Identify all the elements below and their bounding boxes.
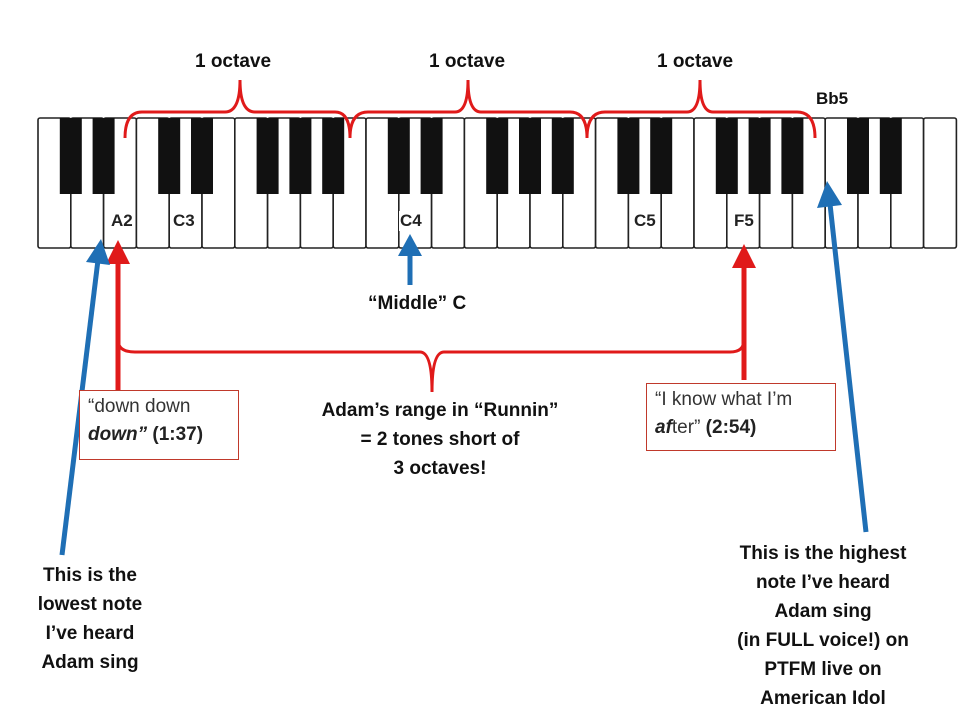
octave-label-3: 1 octave [656,51,734,72]
f5-label: F5 [733,211,755,231]
range-brace [116,305,746,393]
range-line-2: = 2 tones short of [360,429,520,450]
range-line-1: Adam’s range in “Runnin” [321,400,559,421]
octave-brace-3 [585,79,817,139]
black-key [519,118,541,194]
high-quote-rest: ter” [671,417,701,438]
c5-label: C5 [633,211,657,231]
black-key [420,118,443,194]
low-quote-line1: “down down [88,396,191,417]
range-line-3: 3 octaves! [393,458,487,479]
black-key [158,118,181,194]
lowest-line-1: This is the [43,565,137,586]
lowest-line-2: lowest note [37,594,143,615]
octave-label-1: 1 octave [194,51,272,72]
black-key [847,118,869,194]
octave-label-2: 1 octave [428,51,506,72]
high-note-quote-box: “I know what I’m after” (2:54) [646,383,836,451]
low-red-arrowhead [106,240,130,264]
highest-line-4: (in FULL voice!) on [737,630,909,651]
highest-line-5: PTFM live on [764,659,882,680]
high-quote-timestamp: (2:54) [700,417,757,438]
black-key [879,118,902,194]
lowest-note-description: This is the lowest note I’ve heard Adam … [15,561,165,677]
low-note-quote-box: “down down down” (1:37) [79,390,239,460]
black-key [191,118,213,194]
octave-brace-2 [348,79,589,139]
lowest-line-3: I’ve heard [45,623,135,644]
a2-label: A2 [110,211,134,231]
black-key [715,118,738,194]
black-key [781,118,804,194]
black-key [256,118,279,194]
highest-line-6: American Idol [760,688,886,709]
highest-note-arrowhead [817,181,842,208]
highest-line-1: This is the highest [739,543,907,564]
high-red-arrowhead [732,244,756,268]
lowest-line-4: Adam sing [41,652,139,673]
black-key [486,118,509,194]
middle-c-arrowhead [398,234,422,256]
black-key [387,118,410,194]
black-key [322,118,345,194]
black-key [748,118,771,194]
highest-note-arrow-shaft [827,203,869,533]
black-key [617,118,640,194]
highest-line-3: Adam sing [774,601,872,622]
black-key [289,118,312,194]
highest-line-2: note I’ve heard [755,572,891,593]
low-quote-emphasis: down” [88,424,148,445]
black-key [92,118,115,194]
low-quote-timestamp: (1:37) [147,424,204,445]
high-quote-emphasis: af [655,417,672,438]
octave-brace-1 [123,79,352,139]
c3-label: C3 [172,211,196,231]
high-quote-line1: “I know what I’m [655,389,793,410]
middle-c-label: “Middle” C [368,293,467,314]
black-key [59,118,82,194]
black-keys [59,118,902,194]
c4-label: C4 [399,211,423,231]
lowest-note-arrowhead [86,239,110,265]
black-key [551,118,574,194]
black-key [650,118,673,194]
highest-note-description: This is the highest note I’ve heard Adam… [718,539,928,713]
white-key [922,117,958,249]
bb5-label: Bb5 [816,89,849,108]
range-description: Adam’s range in “Runnin” = 2 tones short… [300,396,580,483]
